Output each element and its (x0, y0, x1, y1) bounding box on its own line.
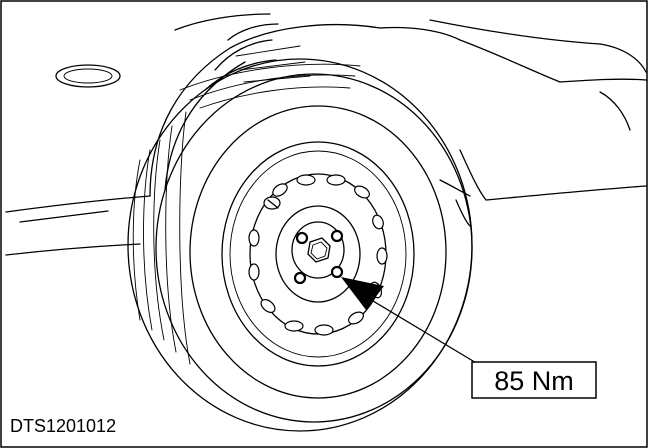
torque-callout: 85 Nm (341, 277, 597, 399)
rim-inner (229, 150, 407, 358)
wheel-nut (330, 229, 344, 243)
hub (291, 221, 345, 279)
wheel-nut (293, 271, 307, 285)
rim-center-disc (275, 205, 361, 303)
wheel-nut (330, 265, 344, 279)
torque-label-box (471, 361, 597, 399)
valve-stem (263, 196, 281, 210)
tire-tread-edge (155, 73, 473, 423)
rim-outer (221, 141, 415, 367)
leader-line (352, 288, 479, 365)
wheel-nuts (293, 229, 344, 285)
tread-pattern (132, 63, 361, 365)
center-hex (307, 237, 331, 263)
torque-value: 85 Nm (494, 366, 574, 396)
tire (127, 58, 473, 432)
tire-sidewall (189, 105, 447, 399)
wheel-nut (295, 231, 309, 245)
figure-id: DTS1201012 (10, 416, 116, 436)
callout-arrow (341, 277, 384, 310)
fuel-cap-outline (55, 64, 121, 88)
